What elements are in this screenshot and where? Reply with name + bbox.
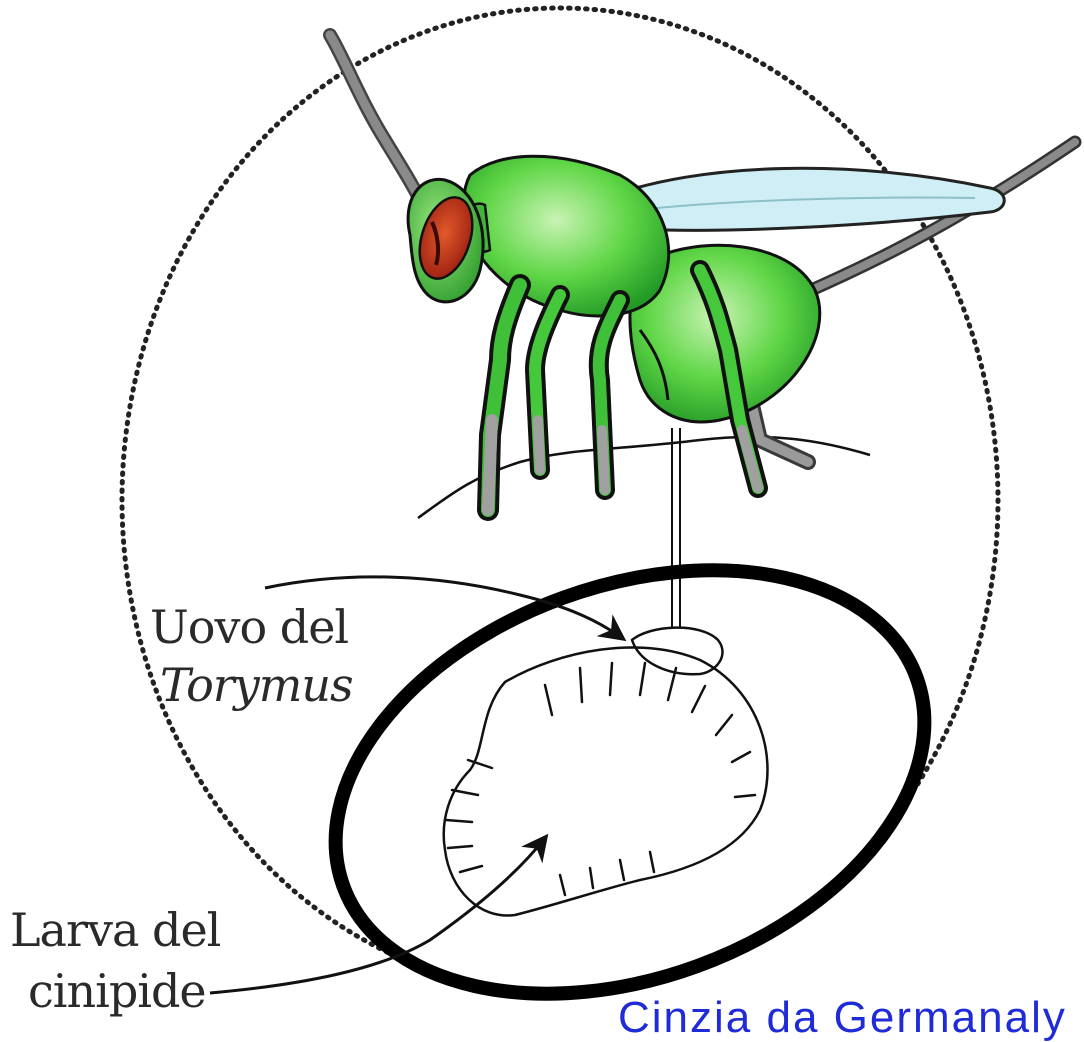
larva-label-line2: cinipide (28, 968, 206, 1014)
larva-pointer-arrow (210, 838, 545, 993)
egg-label-line2: Torymus (160, 662, 353, 708)
larva-label-line1: Larva del (10, 907, 220, 953)
image-credit: Cinzia da Germanaly (618, 996, 1067, 1040)
ovipositor-probe (672, 428, 680, 632)
egg-label-line1: Uovo del (150, 604, 348, 650)
gall-chamber (276, 494, 983, 1023)
cynipid-larva (444, 647, 768, 915)
